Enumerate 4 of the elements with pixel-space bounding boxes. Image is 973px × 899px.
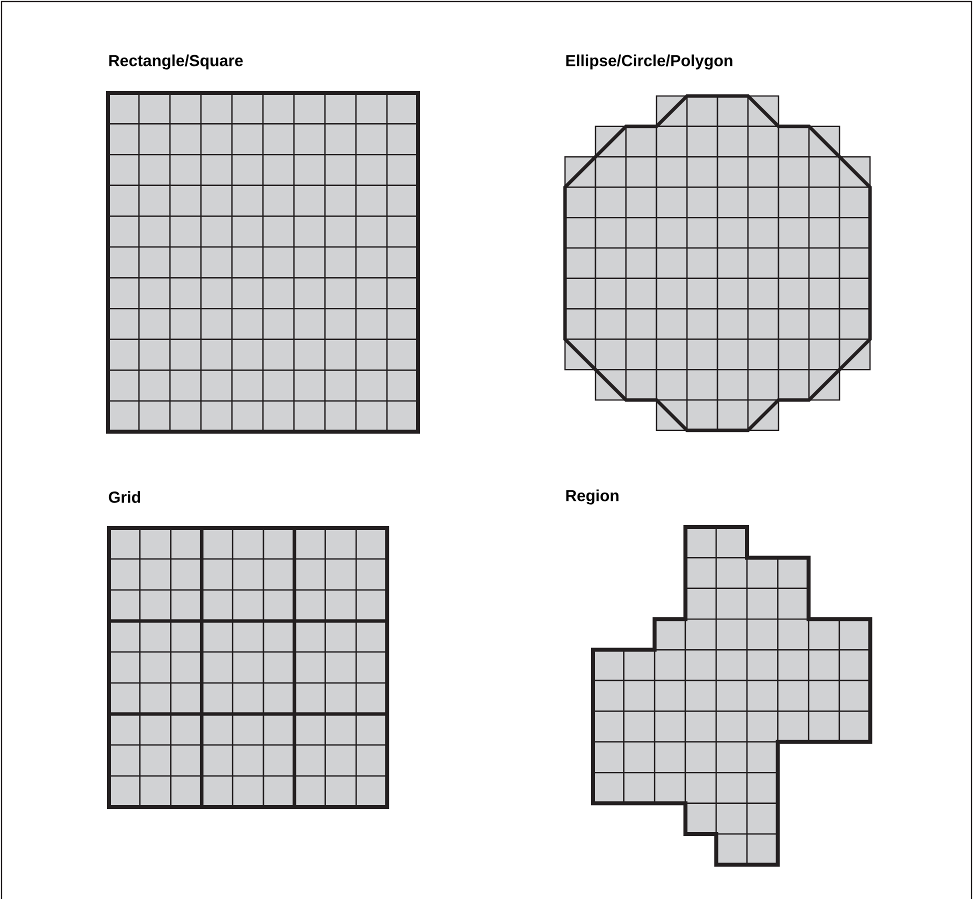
panel-title: Grid xyxy=(108,491,140,503)
panel-title: Ellipse/Circle/Polygon xyxy=(566,54,732,70)
panel-title: Region xyxy=(566,490,618,504)
panel-title: Rectangle/Square xyxy=(109,54,243,70)
